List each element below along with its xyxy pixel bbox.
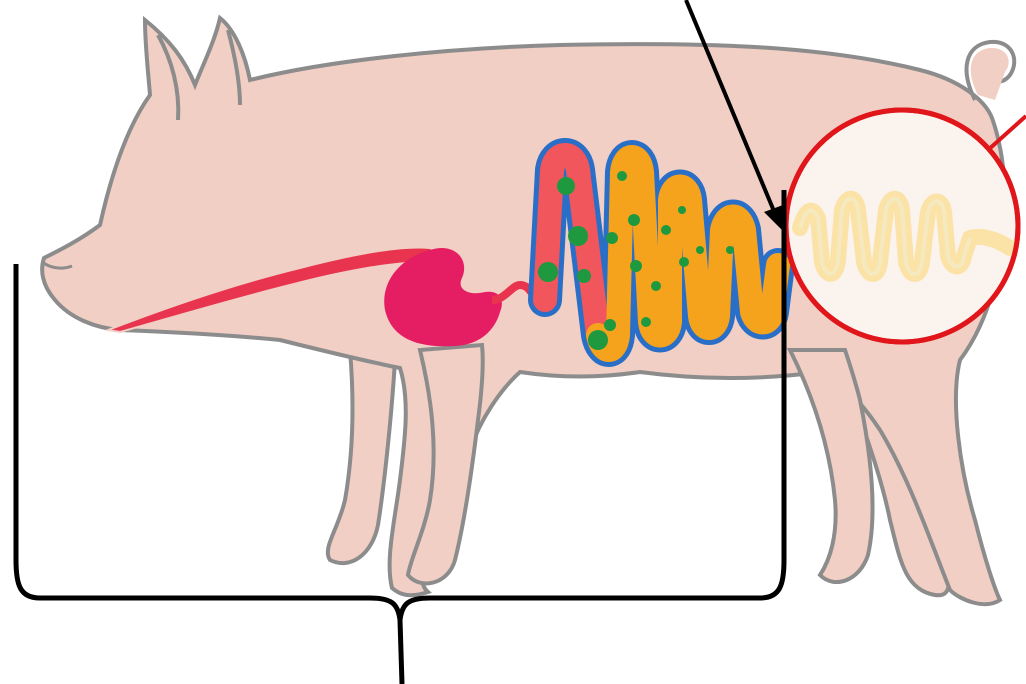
bacteria-dot [641, 317, 651, 327]
pig-front-far-leg [328, 350, 395, 563]
bacteria-dot [538, 262, 558, 282]
bacteria-dot [678, 206, 686, 214]
pig-tail-fill [971, 48, 1009, 100]
bacteria-dot [726, 246, 734, 254]
bacteria-dot [577, 269, 591, 283]
bacteria-dot [651, 281, 661, 291]
bacteria-dot [557, 177, 575, 195]
bacteria-dot [588, 330, 608, 350]
bacteria-dot [606, 232, 618, 244]
bacteria-dot [696, 246, 704, 254]
bacteria-dot [679, 257, 689, 267]
bacteria-dot [628, 214, 640, 226]
bacteria-dot [604, 319, 616, 331]
bacteria-dot [661, 225, 671, 235]
bacteria-dot [617, 171, 627, 181]
bacteria-dot [568, 226, 588, 246]
bacteria-dot [630, 260, 642, 272]
